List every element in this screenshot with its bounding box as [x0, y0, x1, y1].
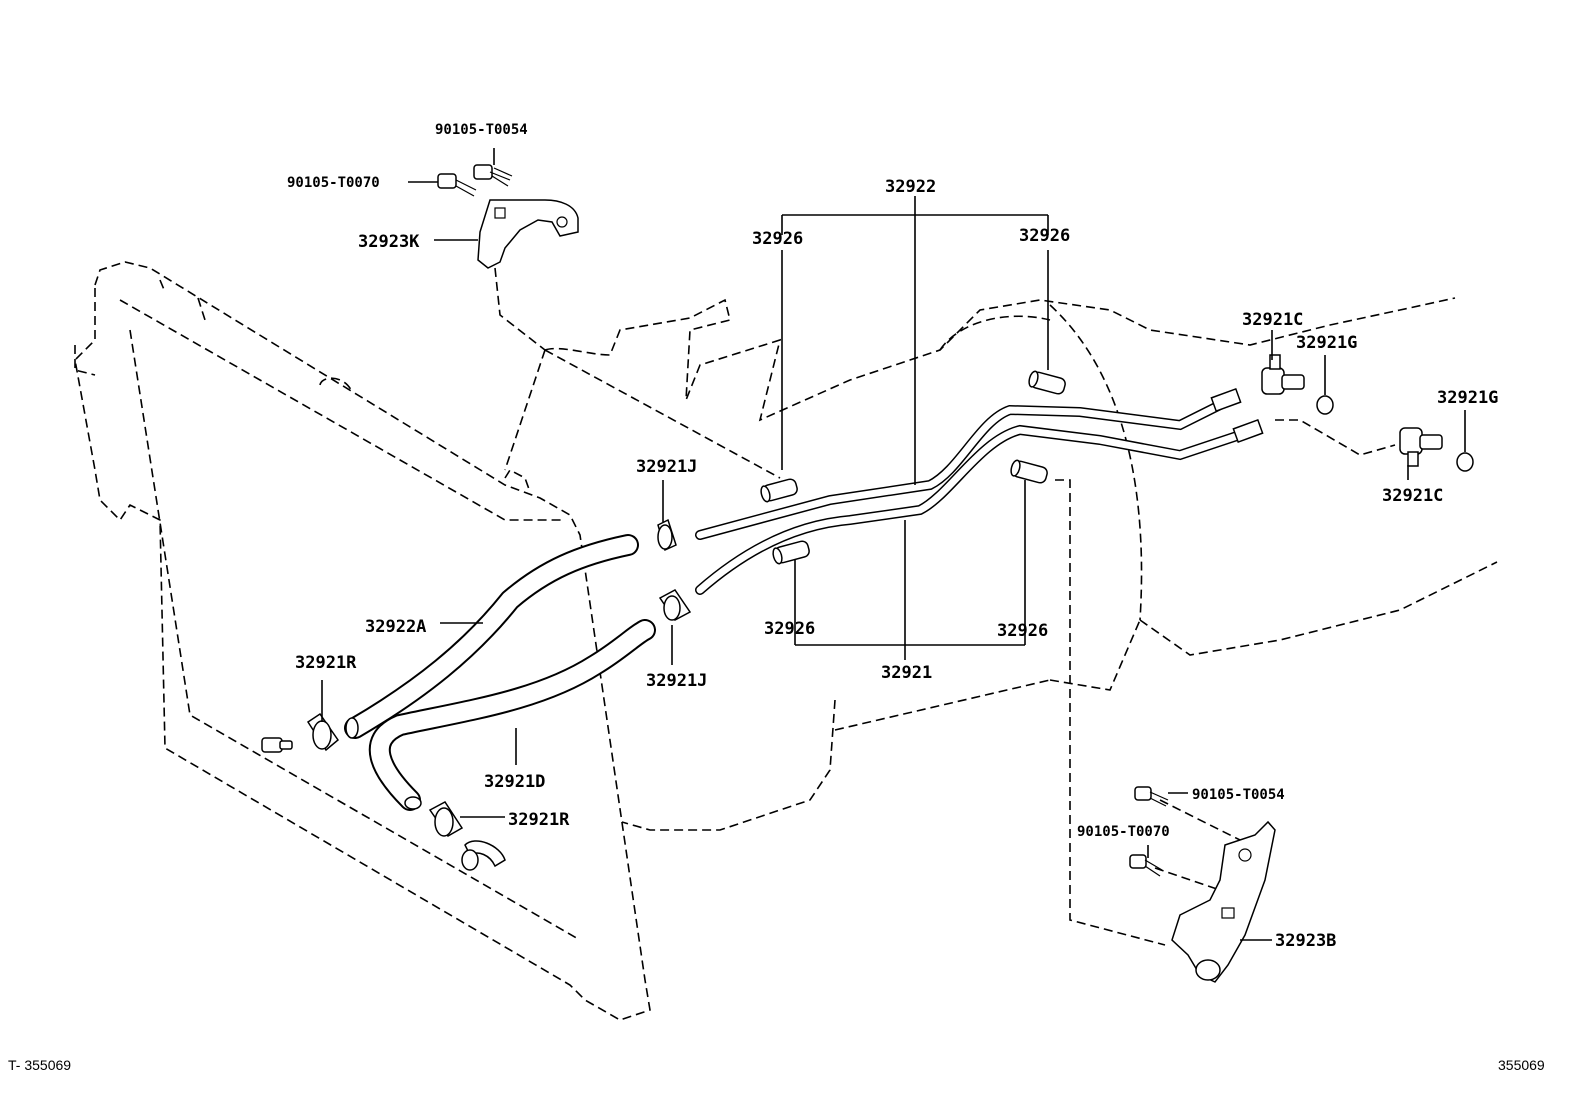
bolt-90105-t0054-top [473, 164, 513, 187]
label-bolt-90105-t0054-top: 90105-T0054 [435, 122, 528, 138]
gasket-32921g-upper [1316, 395, 1334, 415]
label-pipe-32921: 32921 [881, 663, 932, 683]
union-32921c-lower [1399, 427, 1443, 467]
label-clamp-32921j-upper: 32921J [636, 457, 697, 477]
grommet-32926-set [760, 370, 1066, 565]
guide-lines [494, 267, 1396, 946]
bracket-32923k [477, 199, 579, 269]
label-pipe-32922: 32922 [885, 177, 936, 197]
bolt-90105-t0070-top [437, 173, 477, 197]
label-grommet-32926-ur: 32926 [1019, 226, 1070, 246]
bolt-90105-t0054-bottom [1134, 786, 1169, 807]
part-labels: 90105-T0054 90105-T0070 32923K 32922 329… [287, 122, 1498, 951]
grommet-ul [760, 478, 798, 503]
bolt-90105-t0070-bottom [1129, 854, 1163, 877]
label-union-32921c-lower: 32921C [1382, 486, 1443, 506]
label-bracket-32923b: 32923B [1275, 931, 1336, 951]
label-bolt-90105-t0070-bottom: 90105-T0070 [1077, 824, 1170, 840]
clamp-32921r-upper [306, 712, 340, 752]
radiator-fitting-upper [261, 737, 293, 753]
label-gasket-32921g-upper: 32921G [1296, 333, 1357, 353]
grommet-ur [1028, 370, 1066, 395]
label-clamp-32921j-lower: 32921J [646, 671, 707, 691]
label-clamp-32921r-upper: 32921R [295, 653, 357, 673]
label-bracket-32923k: 32923K [358, 232, 420, 252]
footer-left-ref: T- 355069 [8, 1057, 71, 1073]
clamp-32921j-lower [658, 589, 692, 621]
bracket-32923b [1171, 820, 1276, 983]
clamp-32921r-lower [428, 801, 464, 837]
hose-32921d [368, 619, 656, 811]
label-gasket-32921g-lower: 32921G [1437, 388, 1498, 408]
radiator-fitting-lower [461, 840, 506, 871]
label-grommet-32926-ul: 32926 [752, 229, 803, 249]
transmission-outline [504, 297, 1498, 831]
label-hose-32922a: 32922A [365, 617, 426, 637]
label-bolt-90105-t0054-bottom: 90105-T0054 [1192, 787, 1285, 803]
label-union-32921c-upper: 32921C [1242, 310, 1303, 330]
cooler-pipe-32922 [695, 388, 1242, 540]
label-bolt-90105-t0070-top: 90105-T0070 [287, 175, 380, 191]
clamp-32921j-upper [657, 518, 677, 552]
label-clamp-32921r-lower: 32921R [508, 810, 570, 830]
grommet-lr [1010, 459, 1048, 484]
label-hose-32921d: 32921D [484, 772, 545, 792]
union-32921c-upper [1261, 354, 1305, 395]
hose-32922a [344, 534, 639, 739]
label-grommet-32926-lr: 32926 [997, 621, 1048, 641]
label-grommet-32926-ll: 32926 [764, 619, 815, 639]
cooler-pipe-32921 [695, 419, 1264, 595]
leader-lines [321, 148, 1466, 941]
gasket-32921g-lower [1456, 452, 1474, 472]
grommet-ll [772, 540, 810, 565]
footer-right-ref: 355069 [1498, 1057, 1545, 1073]
radiator-outline [74, 261, 651, 1021]
